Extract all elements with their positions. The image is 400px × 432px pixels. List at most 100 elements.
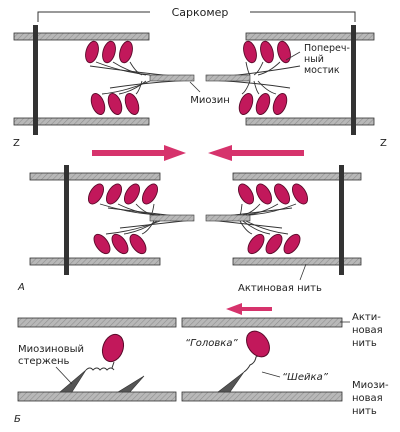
myosin-rod-label-2: стержень [18,356,70,367]
myosin-head [129,233,147,255]
myosin-head [85,40,99,64]
myosin-neck [245,220,289,235]
myosin-filament-right [205,74,251,82]
cross-bridge-label-1: Попереч- [304,43,350,54]
myosin-neck [123,220,158,235]
myosin-neck [242,203,261,216]
myosin-head [123,183,141,205]
myosin-head [141,183,159,205]
actin-filament-bottom-right [245,117,375,126]
z-line-left-contracted [64,165,69,275]
actin-filament-b-left [17,317,177,328]
myosin-head [237,183,255,205]
myosin-head [272,93,288,115]
myosin-neck [257,80,277,95]
panel-a-label: А [17,282,25,293]
actin-filament-top-right-contracted [232,172,362,181]
myosin-neck [241,80,251,95]
myosin-filament-b-right [181,391,343,402]
myosin-head [124,93,140,115]
myosin-filament-left [149,74,195,82]
myosin-neck [118,80,147,95]
z-line-left [33,25,38,135]
myosin-neck [253,80,260,95]
myosin-neck [245,203,279,216]
myosin-neck [242,220,271,235]
myosin-neck [101,80,151,95]
cross-bridge-pointer [285,51,301,61]
myosin-head [255,183,273,205]
myosin-head [107,93,123,115]
neck-pointer [261,371,281,378]
myosin-neck [129,61,143,76]
myosin-neck [253,61,264,76]
myosin-b-label-1: Миози- [352,380,389,391]
neck-label: “Шейка” [282,372,329,383]
myosin-head [255,93,271,115]
myosin-neck [135,203,155,216]
myosin-rod-hook-2 [116,375,145,393]
cross-bridge-label-3: мостик [304,65,340,76]
myosin-rod-hook-3 [217,371,245,393]
myosin-rod-pointer [55,366,73,385]
myosin-head [277,40,291,64]
myosin-head [102,40,116,64]
myosin-head [260,40,274,64]
sarcomere-bracket [37,11,356,22]
myosin-pointer [189,81,201,93]
myosin-head [265,233,283,255]
actin-filament-bottom-left [13,117,150,126]
myosin-head [238,93,254,115]
actin-filament-bottom-right-contracted [232,257,362,266]
myosin-b-label-2: новая [352,393,383,404]
myosin-rod-label-1: Миозиновый [18,344,84,355]
actin-pointer [299,263,307,281]
actin-filament-top-left [13,32,150,41]
myosin-neck [245,61,251,76]
panel-b-label: Б [14,414,21,425]
actin-filament-b-right [181,317,343,328]
myosin-head [119,40,133,64]
z-line-right-contracted [339,165,344,275]
myosin-neck [141,220,155,235]
myosin-neck [150,203,155,216]
myosin-head [90,93,106,115]
myosin-rod-hook-1 [59,369,87,393]
actin-filament-bottom-left-contracted [29,257,161,266]
myosin-filament-left-contracted [149,214,195,222]
myosin-label: Миозин [190,95,230,106]
actin-b-label-2: новая [352,325,383,336]
contraction-arrows [92,145,304,161]
myosin-b-label-3: нить [352,406,377,417]
myosin-neck [239,203,243,216]
myosin-heads-contracted [87,183,309,255]
myosin-neck [135,80,143,95]
myosin-heads-relaxed [85,40,291,115]
head-label: “Головка” [185,338,238,349]
myosin-head [243,40,257,64]
actin-filament-top-left-contracted [29,172,161,181]
actin-filament-label: Актиновая нить [238,283,322,294]
myosin-neck [112,61,147,76]
myosin-neck [248,203,297,216]
myosin-filament-right-contracted [205,214,251,222]
myosin-head [105,183,123,205]
z-line-right [351,25,356,135]
myosin-head [87,183,105,205]
myosin-head-b-left [101,333,125,363]
myosin-head [247,233,265,255]
myosin-neck [257,61,281,76]
myosin-head [111,233,129,255]
actin-b-label-3: нить [352,338,377,349]
myosin-head [273,183,291,205]
z-label-right: Z [380,138,387,149]
z-label-left: Z [13,138,20,149]
myosin-head [283,233,301,255]
actin-b-label-1: Акти- [352,312,381,323]
myosin-neck [105,220,161,235]
myosin-head-b-right [246,330,270,358]
actin-filament-top-right [245,32,375,41]
neck-spring-left [85,367,115,371]
